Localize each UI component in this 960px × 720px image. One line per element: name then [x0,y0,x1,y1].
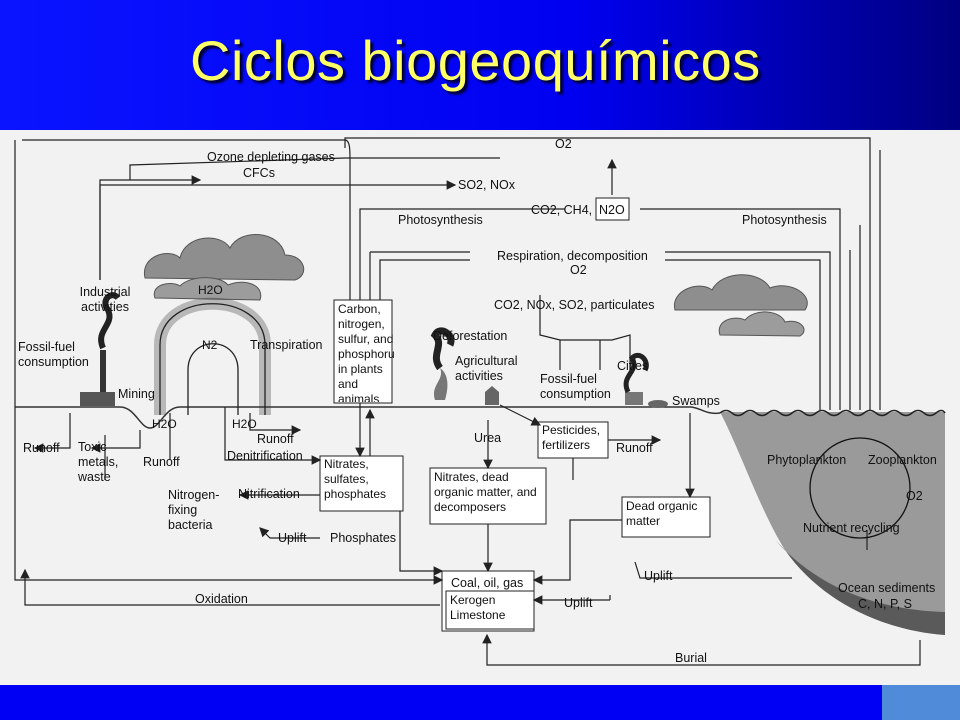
fossil-fuel-right-label: Fossil-fuel consumption [540,372,611,401]
cloud-icon [144,234,305,281]
urea-label: Urea [474,431,501,445]
oxidation-label: Oxidation [195,592,248,606]
footer-corner-block [882,685,960,720]
kerogen-box [445,590,535,630]
pesticides-label: Pesticides, fertilizers [542,423,601,452]
photosynthesis-right-label: Photosynthesis [742,213,827,227]
respiration-label: Respiration, decomposition [497,249,648,263]
runoff-1-label: Runoff [23,441,60,455]
dead-organic-wrap: Dead organic matter [626,499,698,528]
industrial-label-wrap: Industrial activities [79,285,131,314]
mining-label: Mining [118,387,155,401]
biogeochemical-cycle-diagram: O2 Ozone depleting gases CFCs SO2, NOx P… [0,130,960,685]
pesticides-wrap: Pesticides, fertilizers [542,423,601,452]
smoke-icon [98,292,121,350]
cnps-label: C, N, P, S [858,597,912,611]
city-icon [625,392,643,405]
nitrates-dead-label: Nitrates, dead organic matter, and decom… [434,470,537,514]
uplift-2-label: Uplift [644,569,673,583]
o2-ocean-label: O2 [906,489,923,503]
nitrates-label: Nitrates, sulfates, phosphates [324,457,387,501]
cycle-flow-lines [14,137,921,666]
slide-header: Ciclos biogeoquímicos [0,0,960,130]
n2o-label: N2O [599,203,625,217]
nitrates-dead-wrap: Nitrates, dead organic matter, and decom… [434,470,537,514]
smoke-icon [430,327,455,371]
nitrates-wrap: Nitrates, sulfates, phosphates [324,457,387,501]
carbon-box [333,299,393,404]
uplift-1-label: Uplift [278,531,307,545]
barn-icon [485,386,499,405]
co2-ch4-label: CO2, CH4, [531,203,592,217]
uplift-3-label: Uplift [564,596,593,610]
water-cycle-arch [154,297,271,415]
nitrogen-fixing-wrap: Nitrogen- fixing bacteria [168,488,220,532]
denitrification-label: Denitrification [227,449,303,463]
nitrification-label: Nitrification [238,487,300,501]
agricultural-label: Agricultural activities [455,354,518,383]
carbon-box-label: Carbon, nitrogen, sulfur, and phosphorus… [338,302,394,402]
carbon-box-label-wrap: Carbon, nitrogen, sulfur, and phosphorus… [338,302,394,402]
swamps-label: Swamps [672,394,720,408]
smoke-icon [623,352,649,394]
cloud-icon [674,274,808,311]
runoff-2-label: Runoff [143,455,180,469]
burial-label: Burial [675,651,707,665]
so2-nox-label: SO2, NOx [458,178,516,192]
cloud-icon [718,311,805,337]
diagram-svg: O2 Ozone depleting gases CFCs SO2, NOx P… [14,137,946,666]
industrial-label: Industrial activities [79,285,131,314]
deforestation-label: Deforestation [433,329,507,343]
zooplankton-label: Zooplankton [868,453,937,467]
ocean-sediments-layer [775,540,945,635]
pesticides-box [537,421,609,459]
nitrogen-fixing-label: Nitrogen- fixing bacteria [168,488,220,532]
runoff-4-label: Runoff [616,441,653,455]
n2-label: N2 [202,338,218,352]
fossil-left-wrap: Fossil-fuel consumption [18,340,89,369]
phosphates-label: Phosphates [330,531,396,545]
toxic-label: Toxic metals, waste [78,440,119,484]
photosynthesis-left-label: Photosynthesis [398,213,483,227]
ocean-sediments-label: Ocean sediments [838,581,935,595]
dead-organic-box [621,496,711,538]
ozone-label: Ozone depleting gases [207,150,335,164]
toxic-wrap: Toxic metals, waste [78,440,119,484]
fossil-right-wrap: Fossil-fuel consumption [540,372,611,401]
smokestack-icon [100,350,106,392]
kerogen-label: Kerogen Limestone [450,593,506,622]
ground-line [15,406,721,429]
transpiration-label: Transpiration [250,338,323,352]
slide-title: Ciclos biogeoquímicos [190,29,761,92]
car-icon [648,400,668,408]
agricultural-wrap: Agricultural activities [455,354,518,383]
runoff-3-label: Runoff [257,432,294,446]
particulates-label: CO2, NOx, SO2, particulates [494,298,654,312]
water-cycle-arch [159,303,266,415]
slide-footer [0,685,960,720]
factory-icon [80,392,115,406]
coal-label: Coal, oil, gas [451,576,523,590]
cfcs-label: CFCs [243,166,275,180]
nutrient-recycling-label: Nutrient recycling [803,521,900,535]
h2o-cloud-label: H2O [198,283,223,297]
cities-label: Cities [617,359,648,373]
h2o-left-label: H2O [152,417,177,431]
o2-top-label: O2 [555,137,572,151]
ocean-nutrient-cycle [809,437,911,539]
cloud-icon [153,277,262,301]
ocean-basin [720,412,945,635]
nitrogen-arch [187,343,239,415]
o2-mid-label: O2 [570,263,587,277]
fire-icon [433,368,448,400]
dead-organic-label: Dead organic matter [626,499,698,528]
fossil-fuel-left-label: Fossil-fuel consumption [18,340,89,369]
phytoplankton-label: Phytoplankton [767,453,846,467]
h2o-right-label: H2O [232,417,257,431]
n2o-box [595,197,630,221]
kerogen-wrap: Kerogen Limestone [450,593,506,622]
ocean-surface-waves [719,409,946,417]
